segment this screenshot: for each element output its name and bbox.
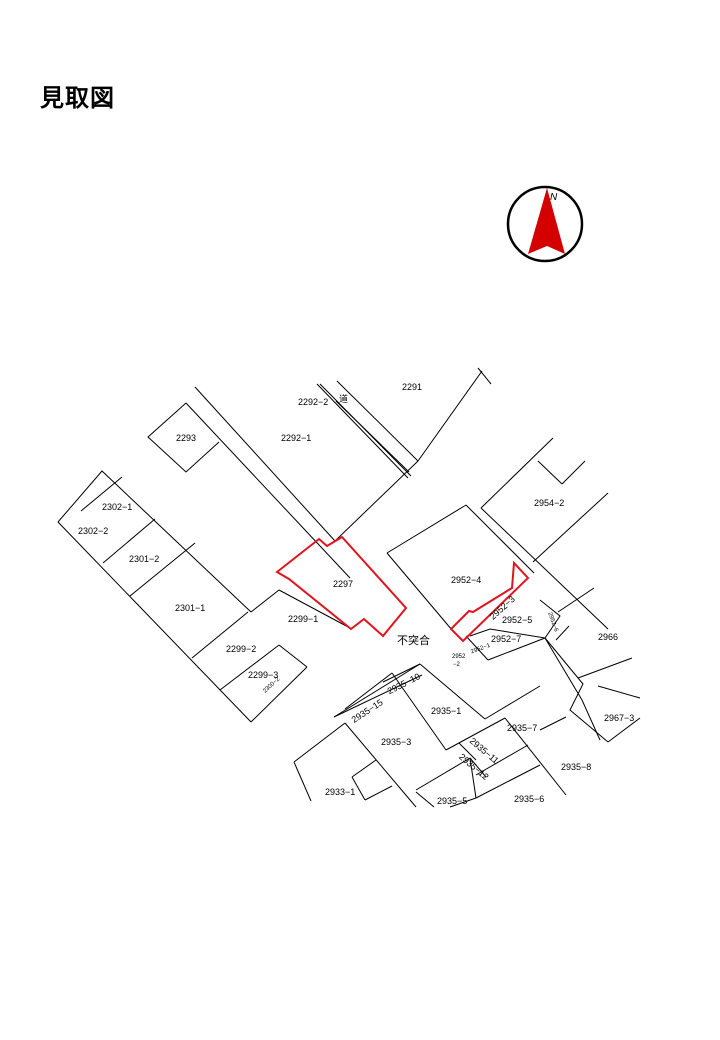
lot-2952-2-line1: 2952 xyxy=(452,654,466,660)
lot-2292-2: 2292−2 xyxy=(298,397,328,407)
parcel-2297-outline xyxy=(275,535,408,638)
lot-2292-1: 2292−1 xyxy=(281,433,311,443)
road-label: 道 xyxy=(339,393,348,404)
parcel-2952-3-outline xyxy=(449,560,530,643)
lot-labels: 2291 2292−2 道 2293 2292−1 2302−1 2302−2 … xyxy=(78,382,634,806)
lot-2966: 2966 xyxy=(598,632,618,642)
lot-2952-4: 2952−4 xyxy=(451,575,481,585)
target-parcels xyxy=(275,535,530,643)
lot-2301-1: 2301−1 xyxy=(175,603,205,613)
lot-2935-6: 2935−6 xyxy=(514,794,544,804)
lot-2952-2-line2: −2 xyxy=(453,662,461,668)
lot-2935-8: 2935−8 xyxy=(561,762,591,772)
lot-2293: 2293 xyxy=(176,433,196,443)
lot-2935-10: 2935−10 xyxy=(386,671,422,696)
lot-2935-1: 2935−1 xyxy=(431,706,461,716)
map-title: 見取図 xyxy=(40,84,115,112)
mismatch-note: 不突合 xyxy=(397,633,430,647)
lot-2301-2: 2301−2 xyxy=(129,554,159,564)
lot-2299-3: 2299−3 xyxy=(248,670,278,680)
lot-2299-2: 2299−2 xyxy=(226,644,256,654)
lot-2954-2: 2954−2 xyxy=(534,498,564,508)
lot-2967-3: 2967−3 xyxy=(604,713,634,723)
lot-2935-7: 2935−7 xyxy=(507,723,537,733)
lot-2299-1: 2299−1 xyxy=(288,614,318,624)
north-label: N xyxy=(550,192,558,203)
lot-2952-6: 2952−6 xyxy=(546,612,559,634)
lot-2302-1: 2302−1 xyxy=(102,502,132,512)
lot-2933-1: 2933−1 xyxy=(325,787,355,797)
lot-2291: 2291 xyxy=(402,382,422,392)
north-arrow-icon: N xyxy=(506,185,584,263)
parcel-boundaries xyxy=(57,367,641,808)
lot-2302-2: 2302−2 xyxy=(78,526,108,536)
lot-2935-5: 2935−5 xyxy=(437,796,467,806)
lot-2952-7: 2952−7 xyxy=(491,634,521,644)
lot-2297: 2297 xyxy=(333,579,353,589)
lot-2935-3: 2935−3 xyxy=(381,737,411,747)
lot-2952-5: 2952−5 xyxy=(502,615,532,625)
